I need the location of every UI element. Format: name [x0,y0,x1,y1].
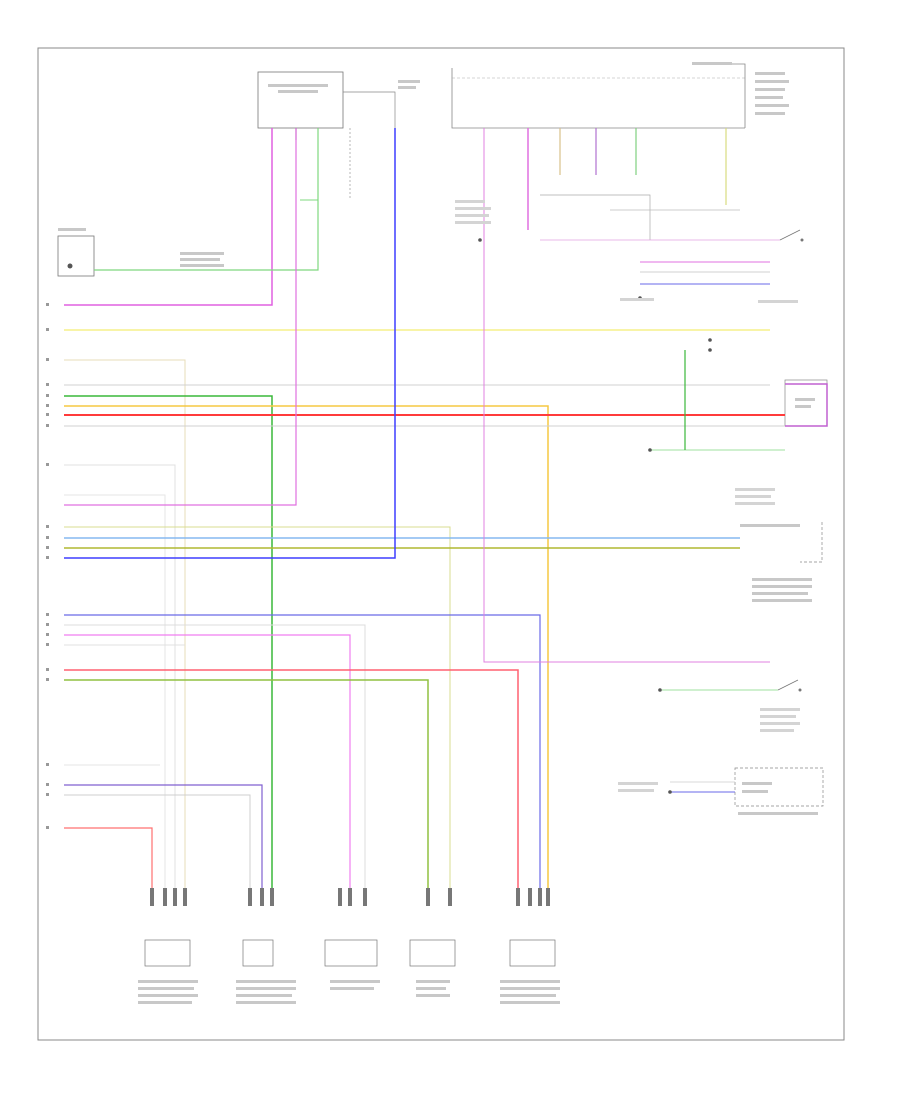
top-right-module [451,62,789,129]
label-placeholders [455,200,800,792]
switch-symbol-lower [662,679,802,692]
left-module-box [57,228,224,277]
connector-2 [236,939,296,1004]
switch-symbol-upper [779,229,804,242]
purple-wire-785 [64,784,263,890]
blue-wire-bus [64,128,396,559]
gray-wire-795 [64,794,251,890]
connector-4 [409,939,456,997]
pink-wire-505 [64,128,297,506]
gray-wire-625 [64,624,366,890]
gray-wire-465 [64,464,176,890]
pink-wire-662 [483,128,770,663]
diagram-frame [37,47,845,1041]
top-vertical-drops [295,128,780,450]
connector-3 [324,939,380,990]
pink-wire-top [64,128,273,306]
gray-wire-495 [64,494,166,890]
connector-5 [500,939,560,1004]
green-wire-bus [64,395,273,890]
bottom-pin-markers [150,888,550,906]
instrument-link [670,781,735,793]
tan-wire-bus [64,359,186,890]
light-green-wire-left-module [94,128,319,271]
green-wire-680 [64,679,429,890]
red-wire-670 [64,669,519,890]
pink-wire-635 [64,634,351,890]
top-center-module-side [343,80,420,128]
right-module-box-upper [784,379,828,427]
red-wire-828 [64,827,153,890]
splice-dots [478,238,712,794]
left-pin-ticks [46,303,49,829]
connector-1 [138,939,198,1004]
blue-wire-615 [64,614,541,890]
pink-feedback-loop [785,383,828,427]
instrument-cluster-box [734,767,824,815]
orange-yellow-wire-bus [64,405,549,890]
top-center-module [257,71,344,129]
olive-wire-bus [64,526,451,890]
right-module-box-lower [740,522,823,602]
